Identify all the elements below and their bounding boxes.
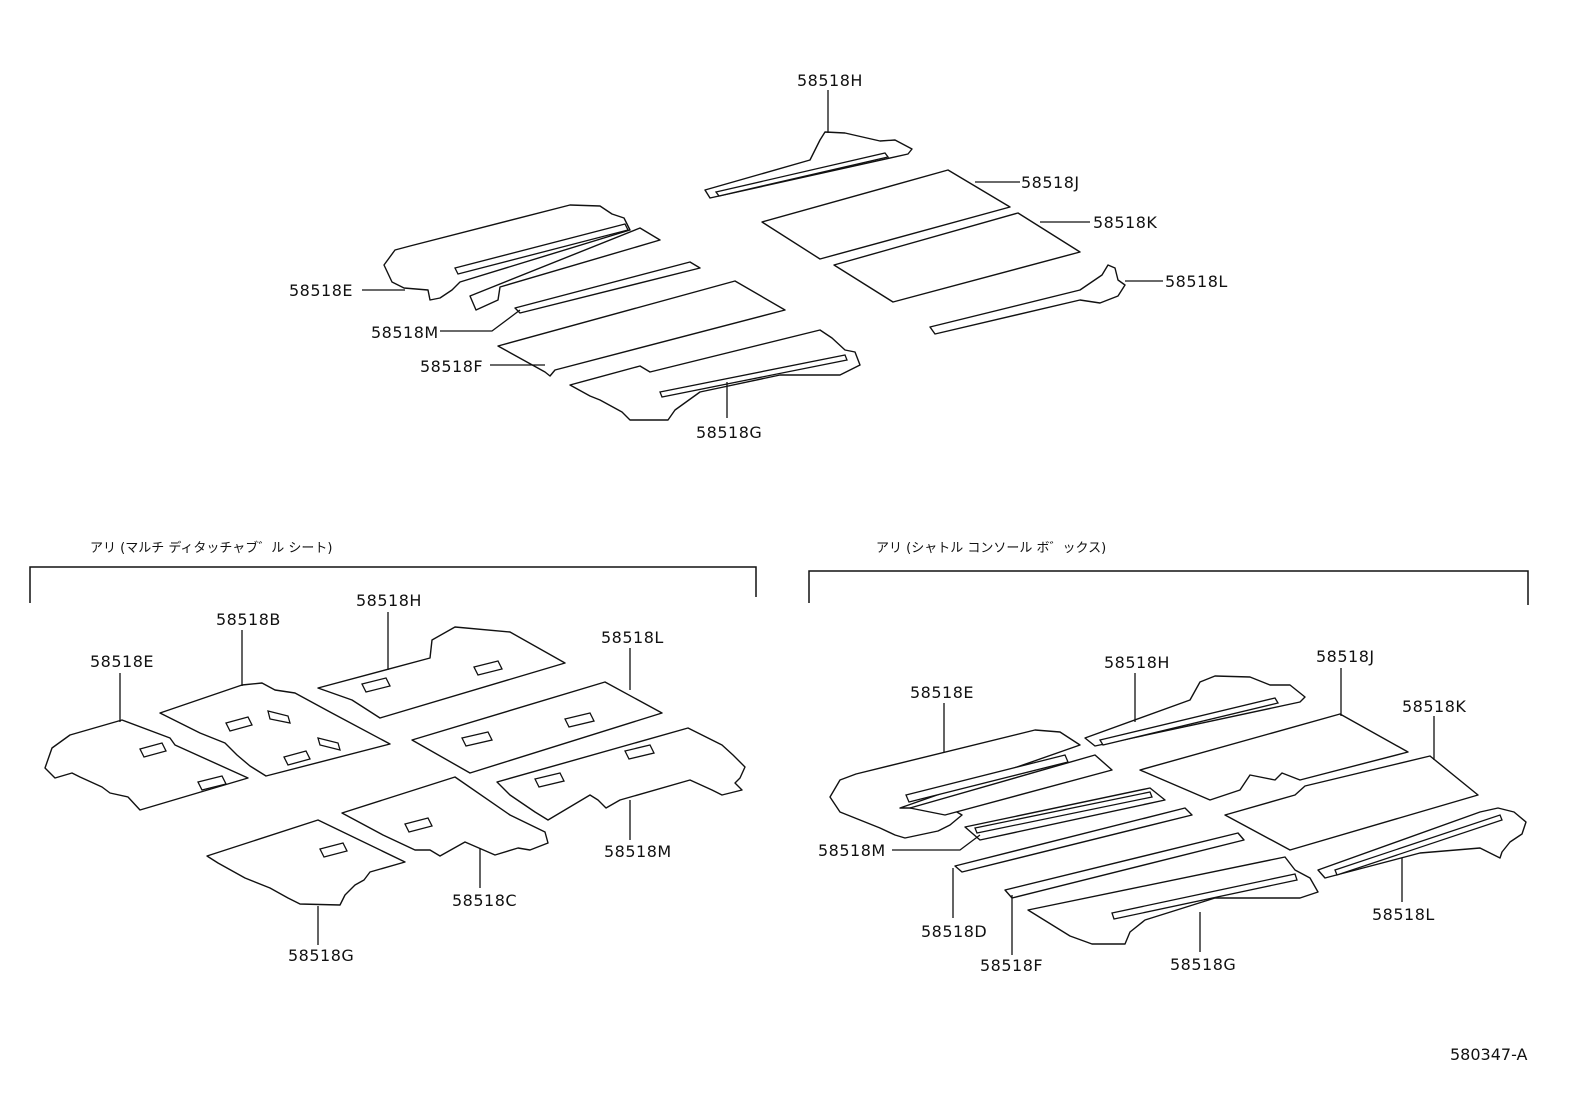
part-58518e-top xyxy=(383,204,631,301)
part-58518m-top xyxy=(469,227,661,311)
part-58518h-right xyxy=(1084,675,1306,747)
label-58518c-left: 58518C xyxy=(452,891,517,910)
label-58518b-left: 58518B xyxy=(216,610,281,629)
label-58518h-left: 58518H xyxy=(356,591,422,610)
left-bracket xyxy=(29,566,757,603)
label-58518l-top: 58518L xyxy=(1165,272,1228,291)
left-assembly: アリ (マルチ ディタッチャブ゛ル シート) xyxy=(29,540,757,965)
label-58518e-right: 58518E xyxy=(910,683,974,702)
label-58518e-top: 58518E xyxy=(289,281,353,300)
top-assembly: 58518H 58518J 58518K 58518L 58518E 58518… xyxy=(289,71,1228,442)
label-58518g-top: 58518G xyxy=(696,423,762,442)
label-58518m-left: 58518M xyxy=(604,842,672,861)
label-58518l-right: 58518L xyxy=(1372,905,1435,924)
part-58518k-top xyxy=(833,212,1081,303)
right-heading: アリ (シャトル コンソール ボ゛ックス) xyxy=(876,541,1106,556)
part-58518e-left xyxy=(44,719,249,811)
part-58518m-right xyxy=(909,754,1113,816)
right-bracket xyxy=(808,570,1529,605)
label-58518h-top: 58518H xyxy=(797,71,863,90)
label-58518k-right: 58518K xyxy=(1402,697,1466,716)
label-58518e-left: 58518E xyxy=(90,652,154,671)
part-58518l-left xyxy=(411,681,663,774)
part-58518h-top xyxy=(704,131,913,199)
part-58518b-left xyxy=(159,682,391,777)
figure-code: 580347-A xyxy=(1450,1045,1528,1064)
label-58518m-top: 58518M xyxy=(371,323,439,342)
part-58518f-right xyxy=(1004,832,1245,899)
label-58518m-right: 58518M xyxy=(818,841,886,860)
part-58518f-top xyxy=(497,280,786,377)
label-58518g-right: 58518G xyxy=(1170,955,1236,974)
label-58518l-left: 58518L xyxy=(601,628,664,647)
part-58518c-left xyxy=(341,776,549,857)
part-58518d-right xyxy=(954,807,1193,873)
part-58518j-right xyxy=(1139,713,1409,801)
part-58518j-top xyxy=(761,169,1011,260)
right-assembly: アリ (シャトル コンソール ボ゛ックス) xyxy=(808,541,1529,975)
label-58518k-top: 58518K xyxy=(1093,213,1157,232)
part-58518g-left xyxy=(206,819,406,906)
label-58518j-right: 58518J xyxy=(1316,647,1375,666)
part-58518k-right xyxy=(1224,755,1479,851)
part-58518h-left xyxy=(317,626,566,719)
part-58518g-top xyxy=(569,329,861,421)
left-heading: アリ (マルチ ディタッチャブ゛ル シート) xyxy=(90,540,333,556)
part-58518m-left xyxy=(496,727,746,821)
label-58518d-right: 58518D xyxy=(921,922,987,941)
label-58518f-right: 58518F xyxy=(980,956,1043,975)
label-58518f-top: 58518F xyxy=(420,357,483,376)
label-58518j-top: 58518J xyxy=(1021,173,1080,192)
label-58518h-right: 58518H xyxy=(1104,653,1170,672)
part-58518l-top xyxy=(929,264,1126,335)
label-58518g-left: 58518G xyxy=(288,946,354,965)
